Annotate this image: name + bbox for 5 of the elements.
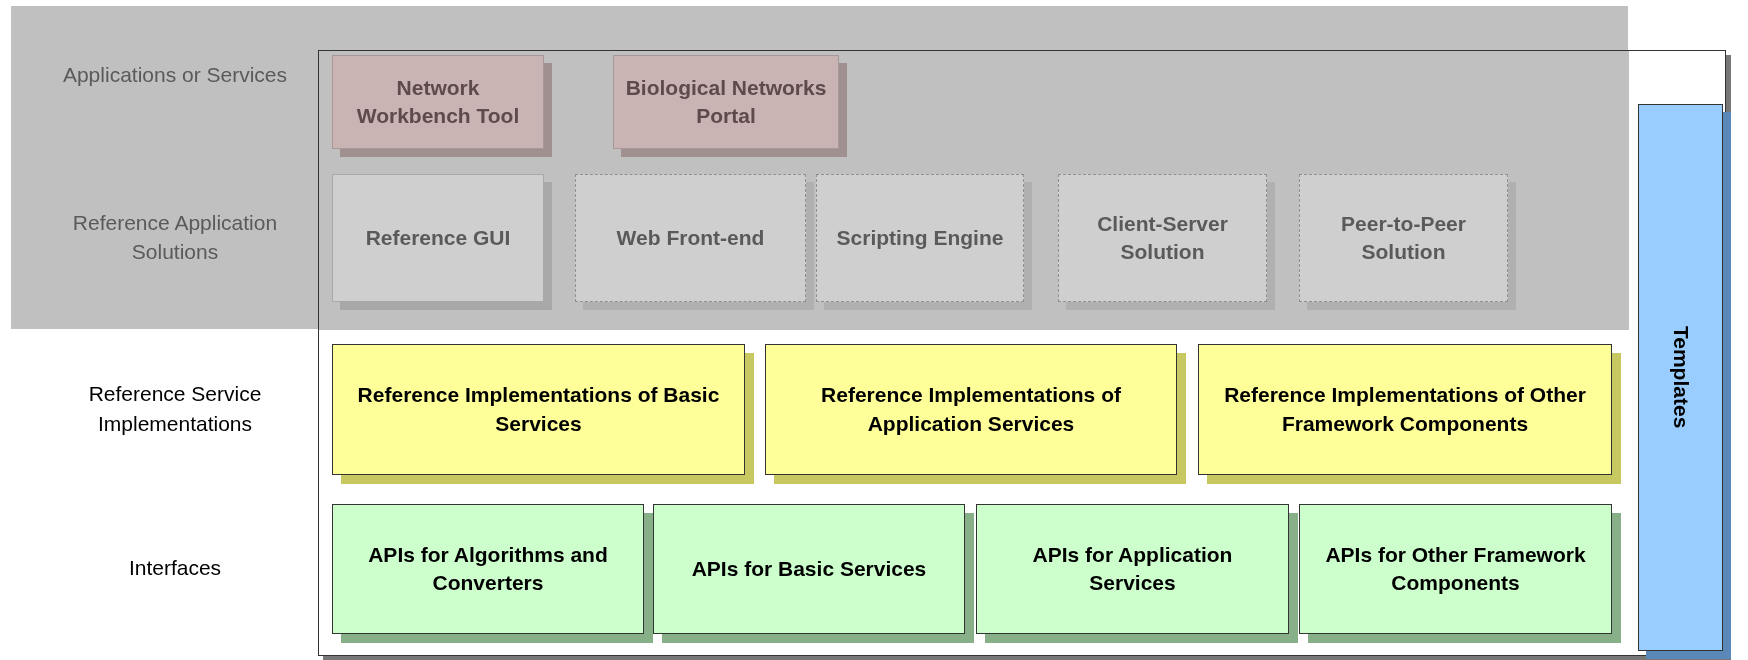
templates-text: Templates — [1668, 326, 1694, 429]
layer-label: Reference Application Solutions — [71, 209, 279, 265]
layer-label: Interfaces — [128, 555, 222, 582]
layer-label: Applications or Services — [62, 62, 288, 89]
layer-label: Reference Service Implementations — [87, 381, 263, 437]
